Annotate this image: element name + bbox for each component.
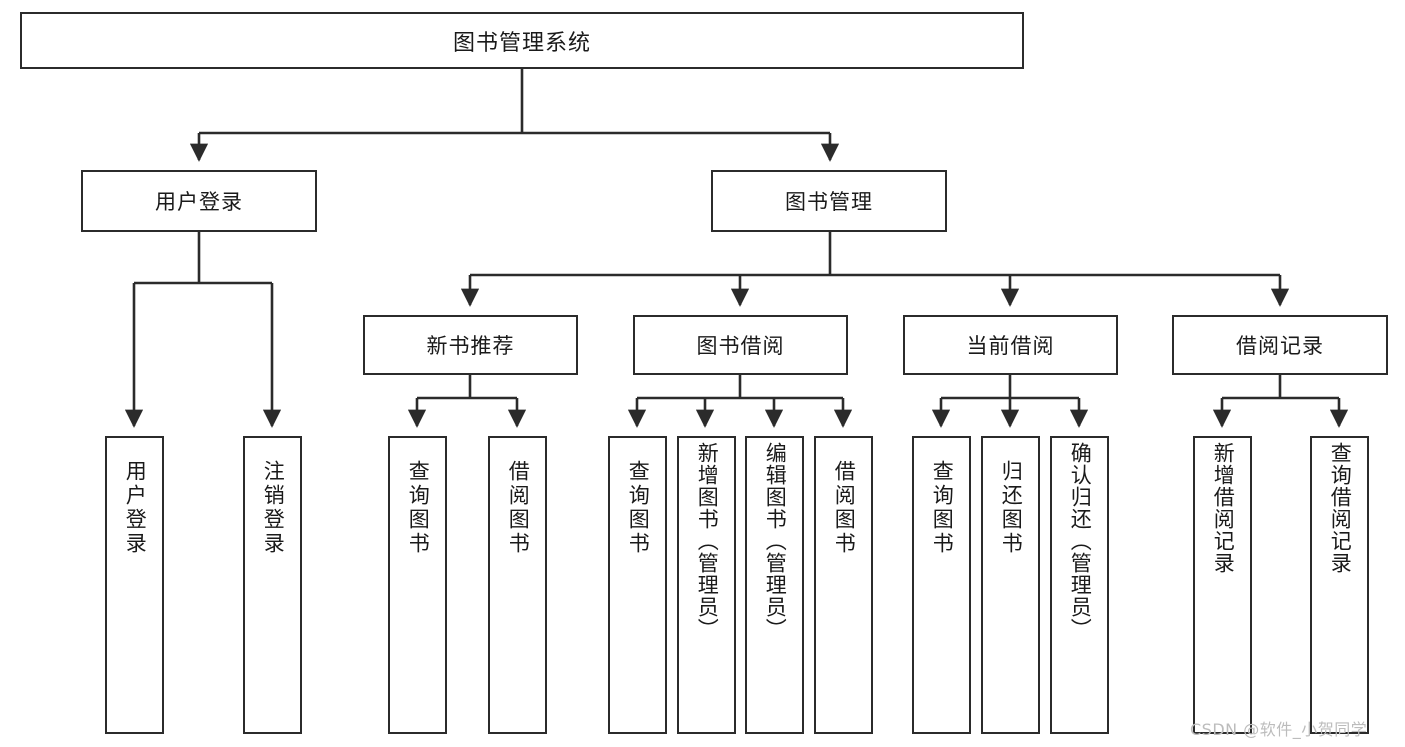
node-leaf-query-borrow-record[interactable]: 查询借阅记录: [1310, 436, 1369, 734]
node-leaf-user-login[interactable]: 用户登录: [105, 436, 164, 734]
node-current-borrowing[interactable]: 当前借阅: [903, 315, 1118, 375]
node-label: 查询图书: [626, 460, 651, 556]
node-leaf-query-books-rec[interactable]: 查询图书: [388, 436, 447, 734]
node-leaf-edit-book-admin[interactable]: 编辑图书（管理员）: [745, 436, 804, 734]
node-label: 新增图书（管理员）: [695, 442, 720, 640]
node-book-management[interactable]: 图书管理: [711, 170, 947, 232]
node-label: 查询图书: [406, 460, 431, 556]
node-leaf-query-books-borrow[interactable]: 查询图书: [608, 436, 667, 734]
node-leaf-logout[interactable]: 注销登录: [243, 436, 302, 734]
node-label: 借阅图书: [506, 460, 531, 556]
node-label: 当前借阅: [966, 334, 1055, 358]
node-borrowing-record[interactable]: 借阅记录: [1172, 315, 1388, 375]
node-leaf-add-borrow-record[interactable]: 新增借阅记录: [1193, 436, 1252, 734]
node-user-login[interactable]: 用户登录: [81, 170, 317, 232]
node-label: 用户登录: [123, 460, 148, 556]
node-label: 新书推荐: [426, 334, 515, 358]
node-label: 归还图书: [999, 460, 1024, 556]
node-label: 图书管理: [785, 190, 873, 214]
csdn-watermark: CSDN @软件_小贺同学: [1190, 720, 1368, 739]
node-label: 图书管理系统: [452, 30, 591, 56]
node-leaf-borrow-books[interactable]: 借阅图书: [814, 436, 873, 734]
node-book-borrowing[interactable]: 图书借阅: [633, 315, 848, 375]
node-leaf-confirm-return-admin[interactable]: 确认归还（管理员）: [1050, 436, 1109, 734]
node-label: 编辑图书（管理员）: [763, 442, 788, 640]
node-label: 借阅记录: [1236, 334, 1324, 358]
node-label: 查询图书: [930, 460, 955, 556]
node-leaf-borrow-books-rec[interactable]: 借阅图书: [488, 436, 547, 734]
node-label: 新增借阅记录: [1211, 442, 1236, 574]
node-new-book-recommendation[interactable]: 新书推荐: [363, 315, 578, 375]
node-leaf-add-book-admin[interactable]: 新增图书（管理员）: [677, 436, 736, 734]
node-label: 图书借阅: [696, 334, 785, 358]
node-leaf-query-books-current[interactable]: 查询图书: [912, 436, 971, 734]
node-label: 注销登录: [261, 460, 286, 556]
node-label: 借阅图书: [832, 460, 857, 556]
node-label: 用户登录: [155, 190, 243, 214]
node-leaf-return-books[interactable]: 归还图书: [981, 436, 1040, 734]
node-root-book-management-system[interactable]: 图书管理系统: [20, 12, 1024, 69]
node-label: 确认归还（管理员）: [1068, 442, 1093, 640]
node-label: 查询借阅记录: [1328, 442, 1353, 574]
